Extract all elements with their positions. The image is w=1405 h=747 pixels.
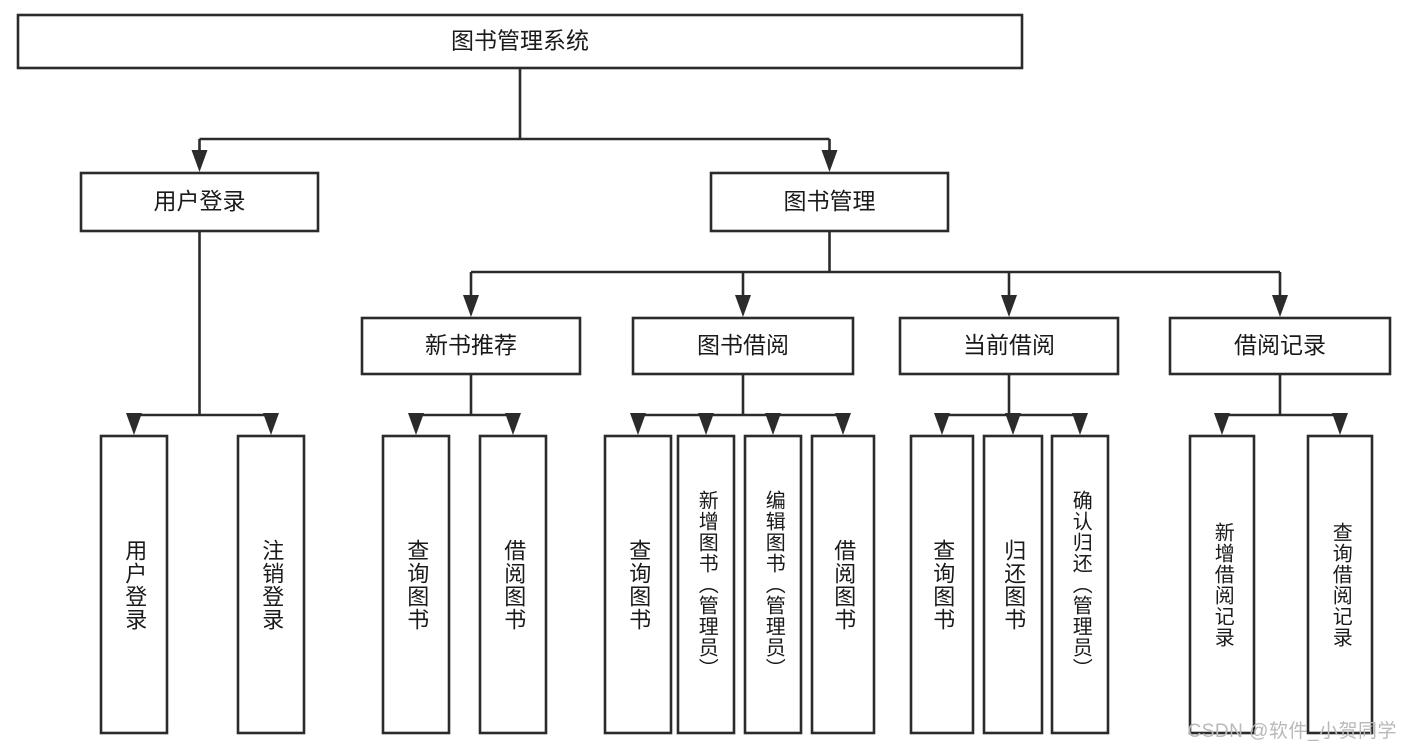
leaf-node-rect[interactable] <box>478 434 548 735</box>
root-node-rect[interactable] <box>16 13 1024 70</box>
leaf-node-rect[interactable] <box>810 434 876 735</box>
arrow-head-icon <box>408 413 424 435</box>
arrow-head-icon <box>835 413 851 435</box>
leaf-node-9[interactable] <box>982 434 1044 735</box>
level3-node-rect[interactable] <box>1168 316 1392 376</box>
arrow-head-icon <box>1272 295 1288 317</box>
arrow-head-icon <box>1214 413 1230 435</box>
leaf-node-11[interactable] <box>1188 434 1256 735</box>
leaf-node-4[interactable] <box>603 434 673 735</box>
level2-node-1[interactable] <box>709 171 950 233</box>
level2-node-label: 图书管理 <box>784 188 876 214</box>
level3-node-2[interactable] <box>898 316 1120 376</box>
level3-node-rect[interactable] <box>360 316 582 376</box>
leaf-node-6[interactable] <box>743 434 803 735</box>
leaf-node-rect[interactable] <box>982 434 1044 735</box>
level3-node-1[interactable] <box>631 316 855 376</box>
leaf-node-rect[interactable] <box>909 434 975 735</box>
csdn-watermark: CSDN @软件_小贺同学 <box>1187 721 1397 742</box>
level2-node-label: 用户登录 <box>154 188 246 214</box>
arrow-head-icon <box>821 150 838 172</box>
leaf-node-12[interactable] <box>1306 434 1374 735</box>
leaf-node-rect[interactable] <box>1188 434 1256 735</box>
leaf-node-rect[interactable] <box>236 434 306 735</box>
leaf-node-5[interactable] <box>676 434 736 735</box>
leaf-node-1[interactable] <box>236 434 306 735</box>
arrow-head-icon <box>191 150 208 172</box>
level2-node-rect[interactable] <box>79 171 320 233</box>
arrow-head-icon <box>765 413 781 435</box>
arrow-head-icon <box>263 413 279 435</box>
arrow-head-icon <box>698 413 714 435</box>
level3-node-0[interactable] <box>360 316 582 376</box>
leaf-node-rect[interactable] <box>603 434 673 735</box>
level2-node-0[interactable] <box>79 171 320 233</box>
connector-edges <box>126 68 1348 435</box>
arrow-head-icon <box>735 295 751 317</box>
root-node-label: 图书管理系统 <box>451 28 589 54</box>
node-boxes <box>16 13 1392 735</box>
level3-node-label: 图书借阅 <box>697 332 789 358</box>
arrow-head-icon <box>1332 413 1348 435</box>
leaf-node-rect[interactable] <box>381 434 451 735</box>
level3-node-label: 借阅记录 <box>1234 332 1326 358</box>
arrow-head-icon <box>630 413 646 435</box>
leaf-node-0[interactable] <box>99 434 169 735</box>
level3-node-3[interactable] <box>1168 316 1392 376</box>
root-node-0[interactable] <box>16 13 1024 70</box>
leaf-node-rect[interactable] <box>1050 434 1110 735</box>
leaf-node-rect[interactable] <box>743 434 803 735</box>
arrow-head-icon <box>126 413 142 435</box>
leaf-node-7[interactable] <box>810 434 876 735</box>
level3-node-label: 新书推荐 <box>425 332 517 358</box>
level3-node-rect[interactable] <box>631 316 855 376</box>
arrow-head-icon <box>934 413 950 435</box>
leaf-node-3[interactable] <box>478 434 548 735</box>
leaf-node-10[interactable] <box>1050 434 1110 735</box>
leaf-node-rect[interactable] <box>1306 434 1374 735</box>
leaf-node-8[interactable] <box>909 434 975 735</box>
level3-node-label: 当前借阅 <box>963 332 1055 358</box>
arrow-head-icon <box>1001 295 1017 317</box>
arrow-head-icon <box>1072 413 1088 435</box>
leaf-node-rect[interactable] <box>676 434 736 735</box>
level3-node-rect[interactable] <box>898 316 1120 376</box>
arrow-head-icon <box>505 413 521 435</box>
leaf-node-2[interactable] <box>381 434 451 735</box>
arrow-head-icon <box>1005 413 1021 435</box>
arrow-head-icon <box>463 295 479 317</box>
leaf-node-rect[interactable] <box>99 434 169 735</box>
level2-node-rect[interactable] <box>709 171 950 233</box>
